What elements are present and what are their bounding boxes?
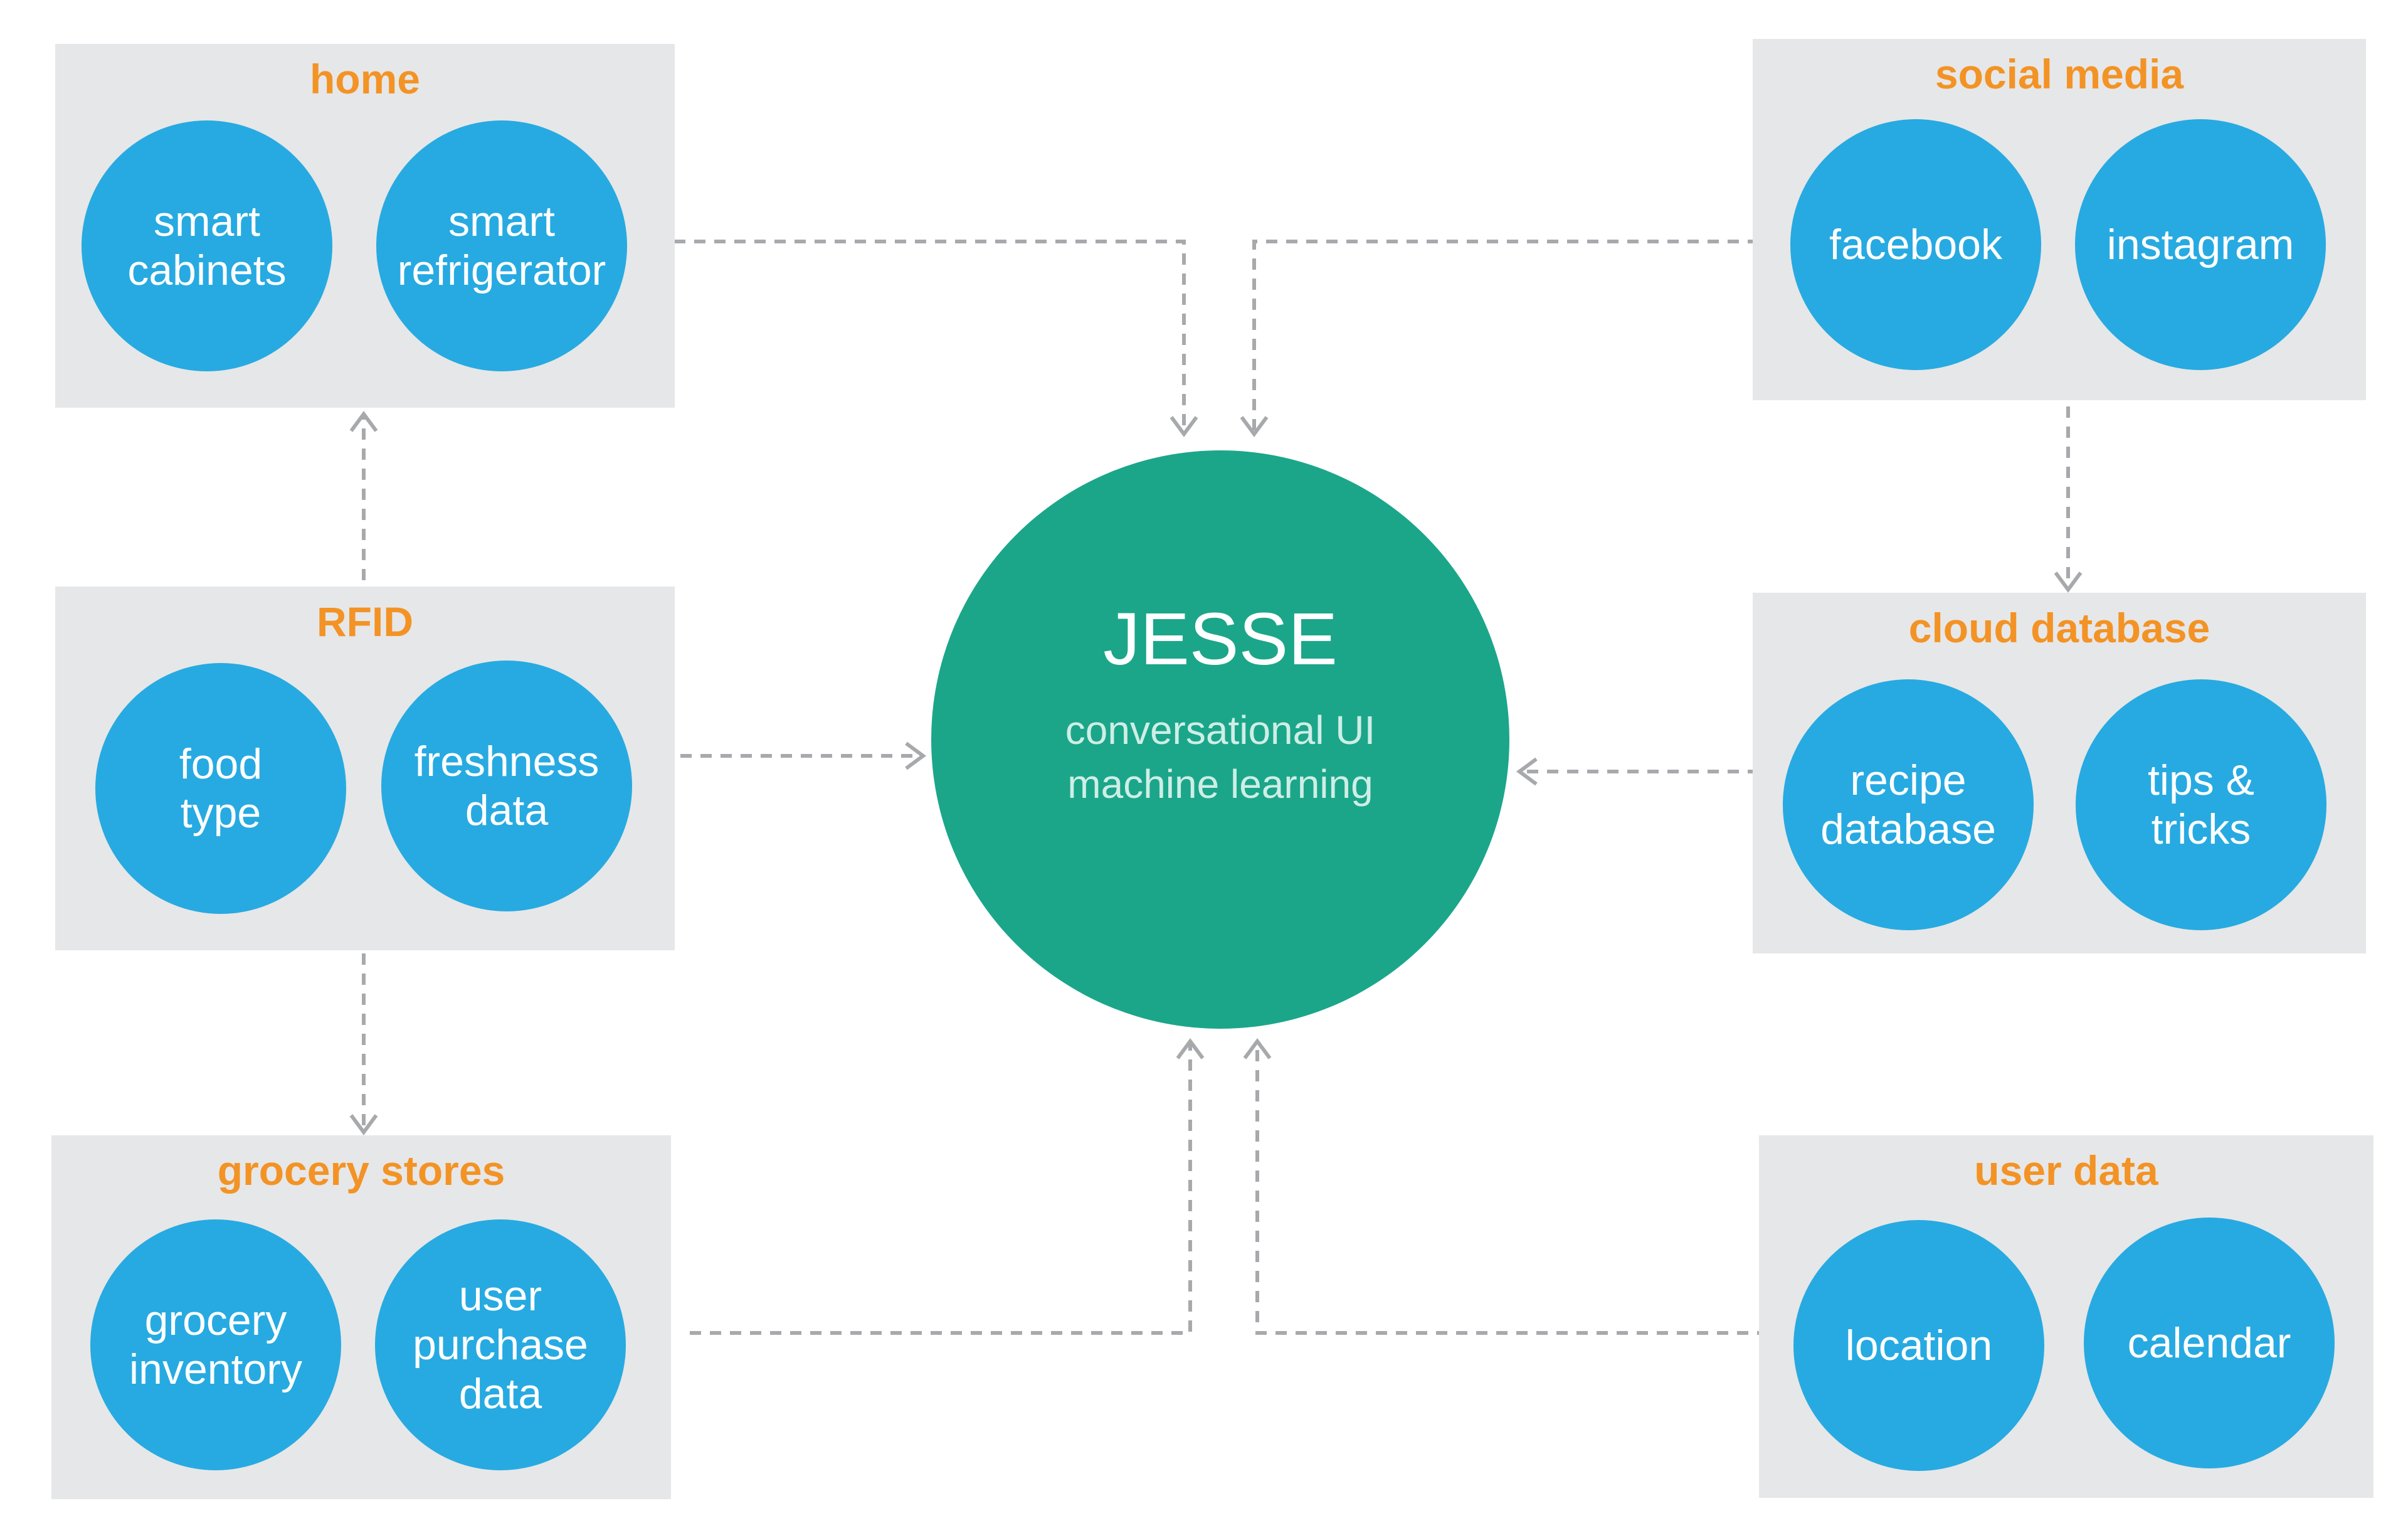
bubble-freshness-data: freshness data bbox=[381, 661, 632, 911]
panel-social-media-title: social media bbox=[1935, 51, 2184, 97]
hub-jesse: JESSE conversational UI machine learning bbox=[931, 450, 1509, 1029]
arrowhead-rfid-to-grocery bbox=[349, 1114, 378, 1136]
arrowhead-grocery-to-hub bbox=[1176, 1037, 1205, 1059]
bubble-grocery-inventory: grocery inventory bbox=[90, 1219, 341, 1470]
bubble-smart-cabinets: smart cabinets bbox=[82, 120, 332, 371]
panel-grocery-stores: grocery stores grocery inventory user pu… bbox=[51, 1135, 671, 1499]
hub-title: JESSE bbox=[1103, 597, 1338, 681]
bubble-facebook: facebook bbox=[1790, 119, 2041, 370]
arrowhead-social-to-hub bbox=[1240, 416, 1269, 438]
arrowhead-rfid-to-hub bbox=[905, 741, 927, 770]
bubble-recipe-database: recipe database bbox=[1783, 679, 2034, 930]
panel-cloud-database: cloud database recipe database tips & tr… bbox=[1753, 593, 2366, 953]
arrowhead-user-to-hub bbox=[1243, 1037, 1272, 1059]
hub-subtitle: conversational UI machine learning bbox=[1065, 707, 1376, 807]
bubble-food-type: food type bbox=[95, 663, 346, 914]
bubble-tips-and-tricks: tips & tricks bbox=[2076, 679, 2326, 930]
arrowhead-social-to-cloud bbox=[2054, 571, 2083, 593]
bubble-smart-refrigerator: smart refrigerator bbox=[376, 120, 627, 371]
connector-home-to-hub bbox=[674, 240, 1186, 433]
arrowhead-rfid-to-home bbox=[349, 410, 378, 432]
arrowhead-cloud-to-hub bbox=[1516, 757, 1538, 786]
bubble-instagram: instagram bbox=[2075, 119, 2326, 370]
panel-cloud-database-title: cloud database bbox=[1908, 605, 2210, 651]
bubble-calendar: calendar bbox=[2084, 1218, 2335, 1468]
panel-social-media: social media facebook instagram bbox=[1753, 39, 2366, 400]
connector-user-to-hub bbox=[1255, 1044, 1768, 1335]
connector-grocery-to-hub bbox=[690, 1044, 1192, 1335]
arrowhead-home-to-hub bbox=[1170, 416, 1198, 438]
panel-home: home smart cabinets smart refrigerator bbox=[55, 44, 675, 408]
panel-rfid: RFID food type freshness data bbox=[55, 586, 675, 950]
panel-user-data-title: user data bbox=[1974, 1147, 2158, 1194]
panel-grocery-stores-title: grocery stores bbox=[217, 1147, 505, 1194]
panel-user-data: user data location calendar bbox=[1759, 1135, 2374, 1498]
panel-home-title: home bbox=[309, 56, 421, 102]
panel-rfid-title: RFID bbox=[317, 598, 413, 645]
bubble-location: location bbox=[1793, 1220, 2044, 1471]
bubble-user-purchase-data: user purchase data bbox=[375, 1219, 626, 1470]
connector-social-to-hub bbox=[1252, 240, 1759, 433]
